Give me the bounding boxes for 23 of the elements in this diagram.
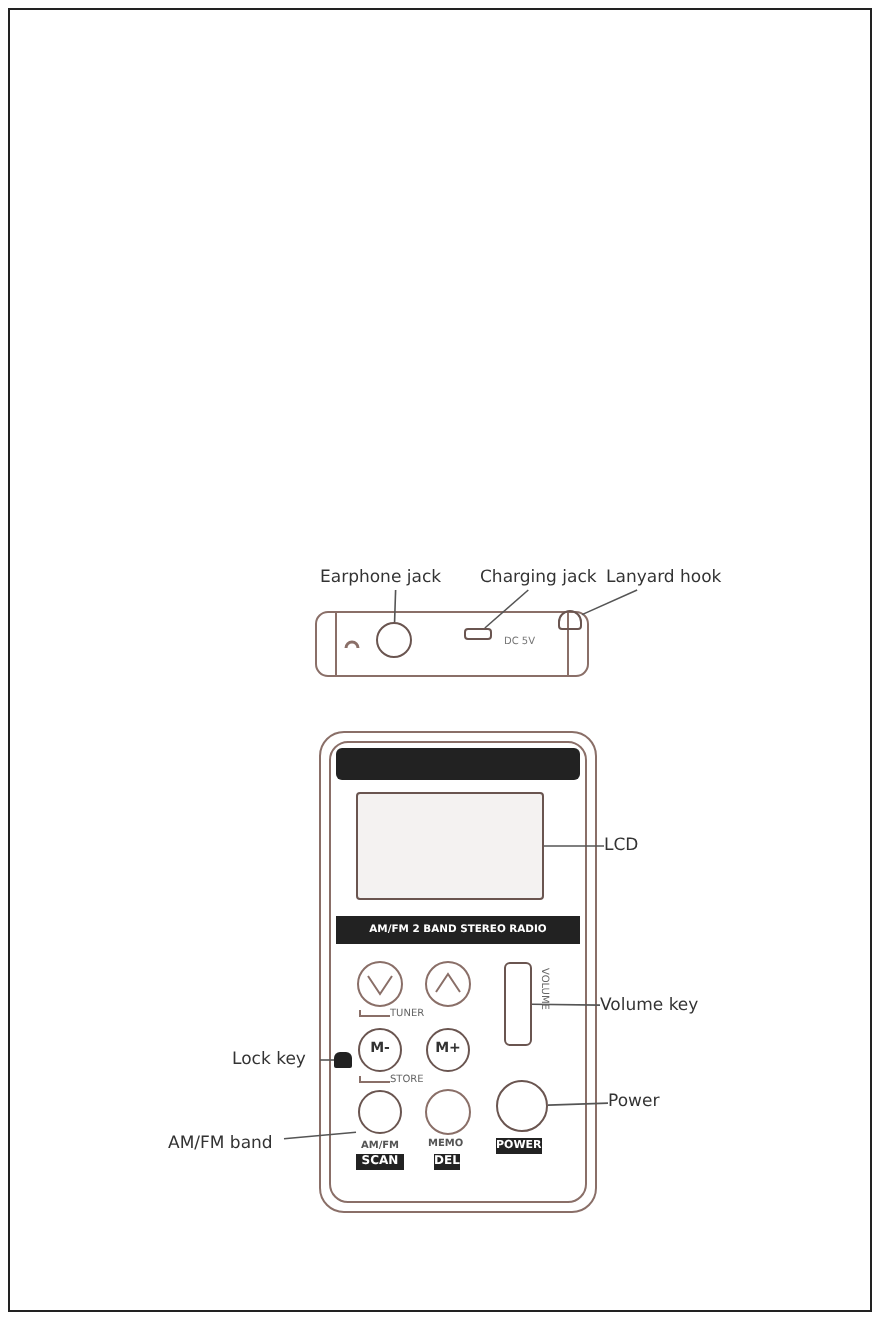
leader-line [283, 1131, 357, 1140]
callout-text: Charging jack [480, 566, 604, 590]
leader-line [581, 589, 638, 616]
leader-line [543, 845, 605, 847]
volume-rocker [504, 962, 532, 1046]
callout-text: LCD [604, 834, 652, 858]
leader-line [484, 589, 530, 629]
charging-port [464, 628, 492, 640]
callout-text: AM/FM band [168, 1132, 284, 1156]
lcd-screen [356, 792, 544, 900]
callout-text: Volume key [600, 994, 720, 1018]
earphone-jack [376, 622, 412, 658]
leader-line [319, 1059, 335, 1061]
lanyard-hook [558, 610, 582, 630]
leader-line [531, 1003, 601, 1006]
power-button [496, 1080, 548, 1132]
lock-icon [334, 1052, 352, 1068]
callout-text: Lock key [232, 1048, 320, 1072]
leader-line [547, 1102, 609, 1106]
callout-text: Power [608, 1090, 676, 1114]
callout-text: Lanyard hook [606, 566, 722, 590]
callout-text: Earphone jack [320, 566, 472, 590]
leader-line [393, 589, 397, 623]
